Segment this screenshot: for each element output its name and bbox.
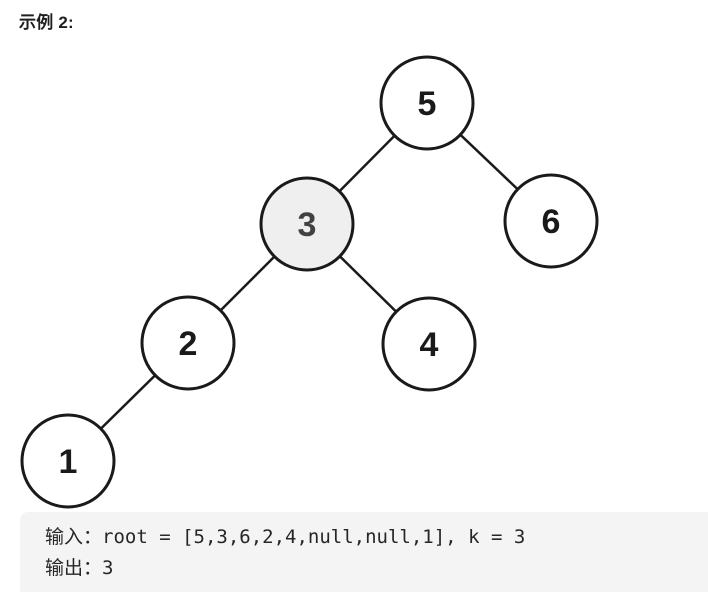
tree-node-2 — [140, 295, 236, 391]
example-io-block: 输入：root = [5,3,6,2,4,null,null,1], k = 3… — [20, 512, 708, 592]
example-heading: 示例 2: — [19, 13, 74, 32]
tree-node-1 — [20, 413, 116, 509]
tree-node-label-4: 4 — [420, 326, 439, 364]
tree-node-label-1: 1 — [59, 443, 78, 481]
tree-node-3 — [259, 176, 355, 272]
input-label: 输入： — [45, 526, 103, 548]
tree-node-label-2: 2 — [179, 325, 198, 363]
output-label: 输出： — [45, 557, 103, 579]
tree-node-5 — [379, 55, 475, 151]
tree-node-label-3: 3 — [298, 206, 317, 244]
input-value: root = [5,3,6,2,4,null,null,1], k = 3 — [102, 526, 526, 548]
input-line: 输入：root = [5,3,6,2,4,null,null,1], k = 3 — [45, 522, 708, 553]
tree-node-label-5: 5 — [418, 85, 437, 123]
output-value: 3 — [102, 557, 114, 579]
output-line: 输出：3 — [45, 553, 708, 584]
tree-node-4 — [381, 296, 477, 392]
tree-node-6 — [503, 173, 599, 269]
tree-node-label-6: 6 — [542, 203, 561, 241]
